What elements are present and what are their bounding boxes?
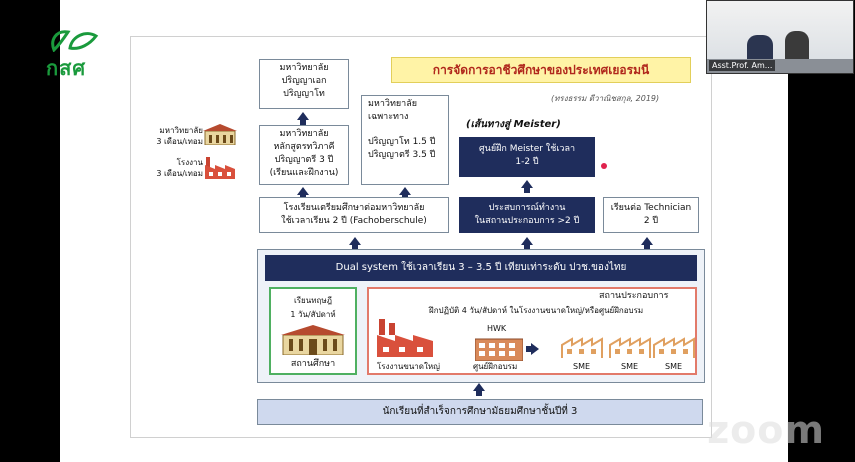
box-line: โรงเรียนเตรียมศึกษาต่อมหาวิทยาลัย — [283, 203, 425, 213]
specific-university-box: มหาวิทยาลัย เฉพาะทาง ปริญญาโท 1.5 ปี ปริ… — [361, 95, 449, 185]
left-university-label: มหาวิทยาลัย 3 เดือน/เทอม — [141, 125, 203, 147]
sme-icon — [653, 337, 695, 358]
box-line: ปริญญาเอก — [281, 76, 327, 86]
graduate-university-box: มหาวิทยาลัย ปริญญาเอก ปริญญาโท — [259, 59, 349, 109]
box-line: ปริญญาตรี 3.5 ปี — [368, 150, 436, 160]
slide: การจัดการอาชีวศึกษาของประเทศเยอรมนี (ทรง… — [130, 36, 712, 438]
factory-small-icon — [205, 157, 235, 179]
workplace-desc: ฝึกปฏิบัติ 4 วัน/สัปดาห์ ในโรงงานขนาดใหญ… — [429, 306, 644, 315]
dual-system-text: Dual system ใช้เวลาเรียน 3 – 3.5 ปี เทีย… — [335, 262, 627, 273]
box-line: มหาวิทยาลัย — [279, 63, 329, 73]
theory-line1: เรียนทฤษฎี — [294, 296, 332, 305]
factory-label: โรงงาน — [176, 158, 203, 167]
sme-label: SME — [665, 362, 683, 371]
box-line: ปริญญาโท 1.5 ปี — [368, 137, 436, 147]
prep-school-box: โรงเรียนเตรียมศึกษาต่อมหาวิทยาลัย ใช้เวล… — [259, 197, 449, 233]
arrow-up-icon — [473, 383, 485, 396]
sme-icon — [561, 337, 603, 358]
university-building-icon — [203, 124, 237, 145]
box-line: ประสบการณ์ทำงาน — [488, 203, 566, 213]
participant-name: Asst.Prof. Am... — [709, 60, 776, 71]
slide-title: การจัดการอาชีวศึกษาของประเทศเยอรมนี — [391, 57, 691, 83]
training-center-icon — [475, 338, 523, 361]
box-line: ใช้เวลาเรียน 2 ปี (Fachoberschule) — [281, 216, 427, 226]
box-line: หลักสูตรทวิภาคี — [273, 142, 335, 152]
box-line: ปริญญาโท — [283, 89, 325, 99]
citation: (ทรงธรรม ดีวาณิชสกุล, 2019) — [551, 94, 660, 103]
school-building-icon — [281, 325, 345, 355]
box-line: ปริญญาตรี 3 ปี — [274, 155, 334, 165]
leaf-icon — [51, 30, 99, 52]
meister-path-label: (เส้นทางสู่ Meister) — [466, 119, 561, 130]
dual-system-banner: Dual system ใช้เวลาเรียน 3 – 3.5 ปี เทีย… — [265, 255, 697, 281]
university-duration: 3 เดือน/เทอม — [156, 137, 203, 146]
participant-video[interactable]: Asst.Prof. Am... — [706, 0, 854, 74]
arrow-up-icon — [641, 237, 653, 250]
box-line: 2 ปี — [643, 216, 659, 226]
left-factory-label: โรงงาน 3 เดือน/เทอม — [141, 157, 203, 179]
bottom-text: นักเรียนที่สำเร็จการศึกษามัธยมศึกษาชั้นป… — [382, 406, 578, 417]
pointer-dot — [601, 163, 607, 169]
work-experience-box: ประสบการณ์ทำงาน ในสถานประกอบการ >2 ปี — [459, 197, 595, 233]
box-line: ศูนย์ฝึก Meister ใช้เวลา — [478, 144, 576, 154]
zoom-watermark: zoom — [707, 408, 825, 452]
sme-label: SME — [621, 362, 639, 371]
theory-box: เรียนทฤษฎี 1 วัน/สัปดาห์ สถานศึกษา — [269, 287, 357, 375]
workplace-title: สถานประกอบการ — [599, 291, 669, 301]
box-line: เฉพาะทาง — [368, 112, 409, 122]
box-line: มหาวิทยาลัย — [279, 129, 329, 139]
big-factory-label: โรงงานขนาดใหญ่ — [377, 362, 440, 371]
box-line: (เรียนและฝึกงาน) — [269, 168, 339, 178]
theory-line2: 1 วัน/สัปดาห์ — [290, 310, 336, 319]
school-label: สถานศึกษา — [290, 359, 336, 369]
arrow-up-icon — [399, 187, 411, 200]
sme-label: SME — [573, 362, 591, 371]
box-line: มหาวิทยาลัย — [368, 99, 418, 109]
hwk-label: HWK — [487, 324, 507, 333]
box-line: เรียนต่อ Technician — [610, 203, 692, 213]
sme-icon — [609, 337, 651, 358]
box-line: 1-2 ปี — [515, 157, 539, 167]
big-factory-icon — [377, 319, 433, 357]
arrow-up-icon — [349, 237, 361, 250]
arrow-up-icon — [297, 112, 309, 125]
arrow-up-icon — [521, 237, 533, 250]
bottom-box: นักเรียนที่สำเร็จการศึกษามัธยมศึกษาชั้นป… — [257, 399, 703, 425]
arrow-up-icon — [297, 187, 309, 200]
training-center-label: ศูนย์ฝึกอบรม — [473, 362, 518, 371]
factory-duration: 3 เดือน/เทอม — [156, 169, 203, 178]
logo: กสศ — [44, 28, 104, 80]
slide-title-text: การจัดการอาชีวศึกษาของประเทศเยอรมนี — [432, 63, 650, 77]
workplace-box: สถานประกอบการ ฝึกปฏิบัติ 4 วัน/สัปดาห์ ใ… — [367, 287, 697, 375]
arrow-icon — [531, 343, 539, 355]
logo-text: กสศ — [46, 56, 87, 80]
arrow-up-icon — [521, 180, 533, 193]
university-label: มหาวิทยาลัย — [159, 126, 203, 135]
dual-university-box: มหาวิทยาลัย หลักสูตรทวิภาคี ปริญญาตรี 3 … — [259, 125, 349, 185]
meister-center-box: ศูนย์ฝึก Meister ใช้เวลา 1-2 ปี — [459, 137, 595, 177]
technician-box: เรียนต่อ Technician 2 ปี — [603, 197, 699, 233]
box-line: ในสถานประกอบการ >2 ปี — [474, 216, 580, 226]
